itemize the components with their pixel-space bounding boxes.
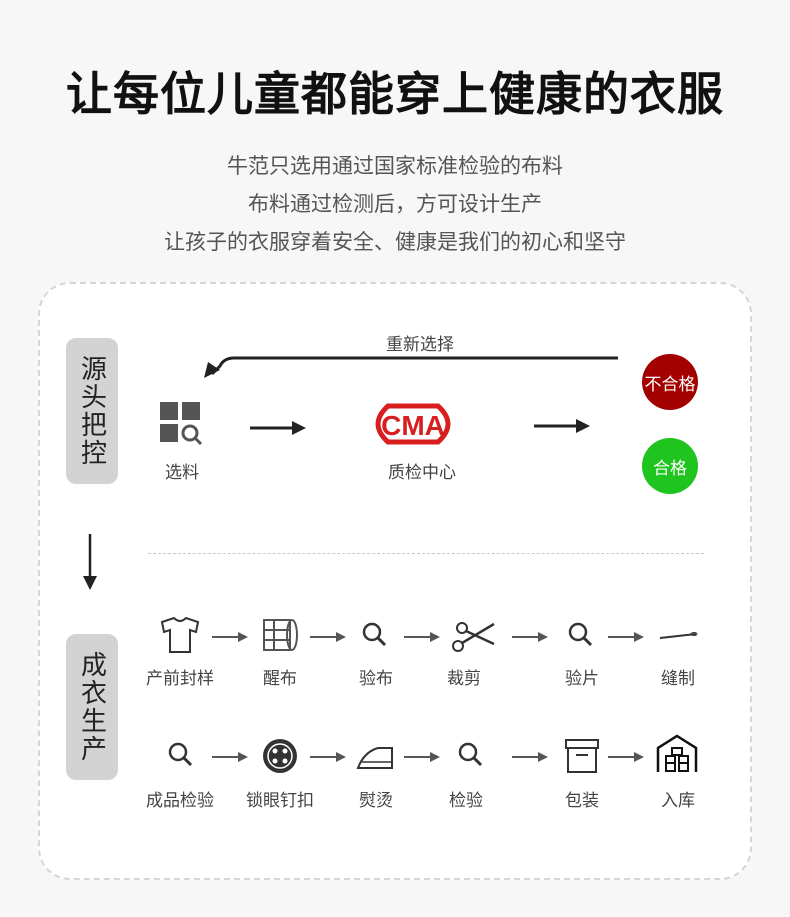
pass-badge: 合格 bbox=[642, 438, 698, 494]
magnifier-icon bbox=[362, 622, 387, 647]
material-label: 选料 bbox=[165, 463, 199, 483]
arrow-right-icon bbox=[310, 752, 346, 762]
subtext-line-1: 牛范只选用通过国家标准检验的布料 bbox=[227, 154, 563, 178]
magnifier-icon bbox=[168, 742, 193, 767]
step-label: 验布 bbox=[359, 669, 393, 689]
box-icon bbox=[565, 739, 599, 773]
step-label: 锁眼钉扣 bbox=[246, 791, 314, 811]
arrow-right-icon bbox=[250, 421, 306, 435]
process-card bbox=[38, 282, 752, 880]
qc-center-label: 质检中心 bbox=[388, 463, 456, 483]
page-headline: 让每位儿童都能穿上健康的衣服 bbox=[66, 67, 724, 121]
step-label: 醒布 bbox=[263, 669, 297, 689]
arrow-right-icon bbox=[608, 752, 644, 762]
step-label: 裁剪 bbox=[447, 669, 481, 689]
arrow-right-icon bbox=[404, 752, 440, 762]
source-control-label: 源头把控 bbox=[66, 338, 118, 484]
arrow-down-icon bbox=[83, 534, 97, 590]
step-label: 检验 bbox=[449, 791, 483, 811]
step-label: 包装 bbox=[565, 791, 599, 811]
cma-logo-icon: CMA bbox=[375, 403, 451, 445]
step-label: 成品检验 bbox=[146, 791, 214, 811]
subtext-line-2: 布料通过检测后，方可设计生产 bbox=[248, 192, 542, 216]
arrow-right-icon bbox=[608, 632, 644, 642]
scissors-icon bbox=[452, 622, 495, 652]
arrow-right-icon bbox=[404, 632, 440, 642]
needle-icon bbox=[659, 632, 698, 639]
button-icon bbox=[263, 739, 297, 773]
arrow-right-icon bbox=[212, 752, 248, 762]
shirt-icon bbox=[160, 616, 200, 653]
step-label: 验片 bbox=[565, 669, 599, 689]
step-label: 产前封样 bbox=[146, 669, 214, 689]
reselect-arrow-icon bbox=[204, 356, 618, 378]
arrow-right-icon bbox=[534, 419, 590, 433]
cma-logo-text: CMA bbox=[381, 410, 445, 441]
subtext-line-3: 让孩子的衣服穿着安全、健康是我们的初心和坚守 bbox=[164, 230, 626, 254]
arrow-right-icon bbox=[212, 632, 248, 642]
arrow-right-icon bbox=[512, 632, 548, 642]
magnifier-icon bbox=[568, 622, 593, 647]
section-divider bbox=[148, 553, 704, 554]
arrow-right-icon bbox=[512, 752, 548, 762]
reselect-label: 重新选择 bbox=[386, 335, 454, 355]
warehouse-icon bbox=[656, 734, 698, 772]
iron-icon bbox=[356, 747, 393, 769]
step-label: 缝制 bbox=[661, 669, 695, 689]
magnifier-icon bbox=[458, 742, 483, 767]
step-label: 入库 bbox=[661, 791, 695, 811]
production-label: 成衣生产 bbox=[66, 634, 118, 780]
arrow-right-icon bbox=[310, 632, 346, 642]
step-label: 熨烫 bbox=[359, 791, 393, 811]
fabric-roll-icon bbox=[263, 619, 298, 651]
fabric-select-icon bbox=[160, 402, 203, 446]
fail-badge: 不合格 bbox=[642, 354, 698, 410]
